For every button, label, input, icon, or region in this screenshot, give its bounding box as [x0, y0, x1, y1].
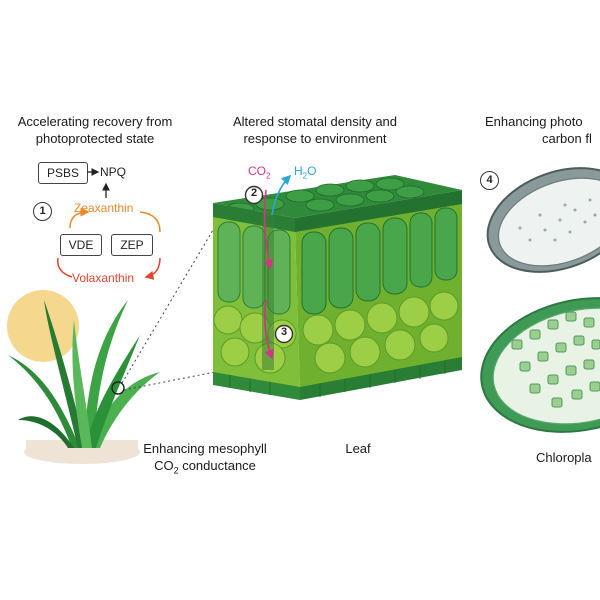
panel2-title: Altered stomatal density and response to… — [232, 114, 398, 146]
ground-block — [26, 440, 138, 454]
zoom-line-bottom — [123, 371, 216, 391]
co2-arrow — [263, 189, 274, 270]
h2o-arrow — [271, 174, 292, 216]
mesophyll-caption: Enhancing mesophyll CO2 conductance — [130, 440, 280, 480]
cycle-arc-bottom-left — [57, 257, 73, 278]
chloroplast-label: Chloropla — [536, 450, 592, 465]
psbs-box: PSBS — [38, 162, 88, 184]
leaf-label: Leaf — [345, 441, 371, 456]
zoom-circle — [111, 381, 125, 395]
cycle-arc-top-right — [139, 211, 161, 233]
zep-box: ZEP — [111, 234, 153, 256]
grass-plant — [8, 300, 160, 448]
panel1-title: Accelerating recovery from photoprotecte… — [17, 114, 173, 146]
sun-shape — [7, 290, 79, 362]
step-4-badge: 4 — [480, 171, 499, 190]
npq-label: NPQ — [100, 165, 127, 179]
chloroplast-shape — [480, 297, 600, 433]
co2-arrow-lower — [264, 299, 274, 360]
zeaxanthin-label: Zeaxanthin — [74, 201, 134, 215]
co2-label: CO2 — [248, 164, 271, 181]
step-2-number: 2 — [250, 187, 258, 199]
vde-box: VDE — [60, 234, 102, 256]
step-1-badge: 1 — [33, 202, 52, 221]
cycle-arc-bottom-right — [144, 257, 161, 280]
panel3-title: Enhancing photo carbon fl — [485, 114, 592, 146]
ground-shape — [24, 440, 140, 464]
mesophyll-caption-line2: CO2 conductance — [154, 458, 256, 476]
step-3-number: 3 — [280, 326, 288, 338]
volaxanthin-label: Volaxanthin — [72, 271, 135, 285]
leaf-block — [213, 175, 462, 400]
h2o-label: H2O — [294, 164, 317, 181]
